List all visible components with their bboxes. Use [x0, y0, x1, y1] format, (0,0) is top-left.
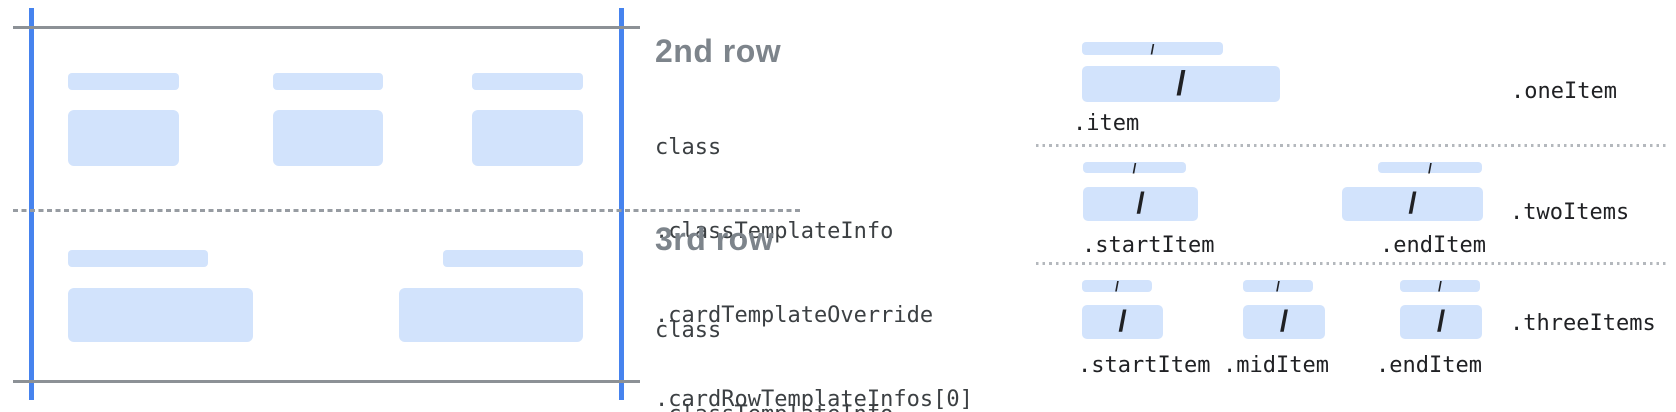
slash-separator: / — [1176, 65, 1186, 103]
two-items-start-value-bar: / — [1083, 187, 1198, 221]
three-items-end-label: .endItem — [1376, 353, 1482, 378]
row2-col3-label-placeholder — [472, 73, 583, 90]
row3-col1-value-placeholder — [68, 288, 253, 342]
three-items-start-label-bar: / — [1082, 278, 1152, 294]
row3-class-path: class .classTemplateInfo .cardTemplateOv… — [655, 261, 973, 412]
row3-col2-label-placeholder — [443, 250, 583, 267]
row2-path-line-4: .cardRowTemplateInfos[0] — [655, 387, 973, 412]
row3-path-line-2: .classTemplateInfo — [655, 401, 973, 412]
row2-heading: 2nd row — [655, 33, 782, 69]
slash-separator: / — [1276, 278, 1280, 294]
card-top-guide-line — [13, 26, 640, 29]
row2-col3-value-placeholder — [472, 110, 583, 166]
section-divider-dotted-line — [1036, 144, 1668, 147]
slash-separator: / — [1118, 305, 1127, 338]
slash-separator: / — [1136, 187, 1145, 220]
row2-col2-label-placeholder — [273, 73, 383, 90]
section-divider-dotted-line — [1036, 262, 1668, 265]
three-items-mid-label: .midItem — [1223, 353, 1329, 378]
slash-separator: / — [1408, 187, 1417, 220]
slash-separator: / — [1438, 278, 1442, 294]
card-left-guide-line — [29, 8, 34, 400]
one-item-value-bar: / — [1082, 66, 1280, 102]
card-row-divider-dashed-line — [13, 209, 800, 212]
three-items-end-label-bar: / — [1400, 278, 1480, 294]
row2-path-line-3: .cardTemplateOverride — [655, 303, 934, 328]
row2-path-line-2: .classTemplateInfo — [655, 219, 894, 244]
slash-separator: / — [1132, 159, 1137, 176]
row3-heading: 3rd row — [655, 221, 775, 257]
slash-separator: / — [1436, 305, 1446, 338]
two-items-end-label: .endItem — [1380, 233, 1486, 258]
row2-class-path: class .classTemplateInfo .cardTemplateOv… — [655, 78, 973, 412]
row2-col1-label-placeholder — [68, 73, 179, 90]
two-items-start-label-bar: / — [1083, 159, 1186, 176]
two-items-end-value-bar: / — [1342, 187, 1483, 221]
row2-col1-value-placeholder — [68, 110, 179, 166]
slash-separator: / — [1279, 305, 1289, 338]
three-items-start-label: .startItem — [1078, 353, 1211, 378]
card-right-guide-line — [619, 8, 624, 400]
row3-path-line-1: class — [655, 318, 722, 343]
slash-separator: / — [1150, 40, 1155, 57]
three-items-mid-label-bar: / — [1243, 278, 1313, 294]
one-item-item-label: .item — [1073, 111, 1140, 136]
card-bottom-guide-line — [13, 380, 640, 383]
two-items-end-label-bar: / — [1378, 159, 1482, 176]
three-items-start-value-bar: / — [1082, 305, 1163, 339]
row2-col2-value-placeholder — [273, 110, 383, 166]
slash-separator: / — [1115, 278, 1119, 294]
two-items-start-label: .startItem — [1082, 233, 1215, 258]
three-items-mid-value-bar: / — [1243, 305, 1325, 339]
three-items-section-label: .threeItems — [1510, 311, 1656, 336]
one-item-label-bar: / — [1082, 40, 1223, 57]
slash-separator: / — [1428, 159, 1432, 176]
one-item-section-label: .oneItem — [1511, 79, 1617, 104]
row3-col2-value-placeholder — [399, 288, 583, 342]
two-items-section-label: .twoItems — [1510, 200, 1630, 225]
row3-col1-label-placeholder — [68, 250, 208, 267]
row2-path-line-1: class — [655, 135, 722, 160]
three-items-end-value-bar: / — [1400, 305, 1482, 339]
